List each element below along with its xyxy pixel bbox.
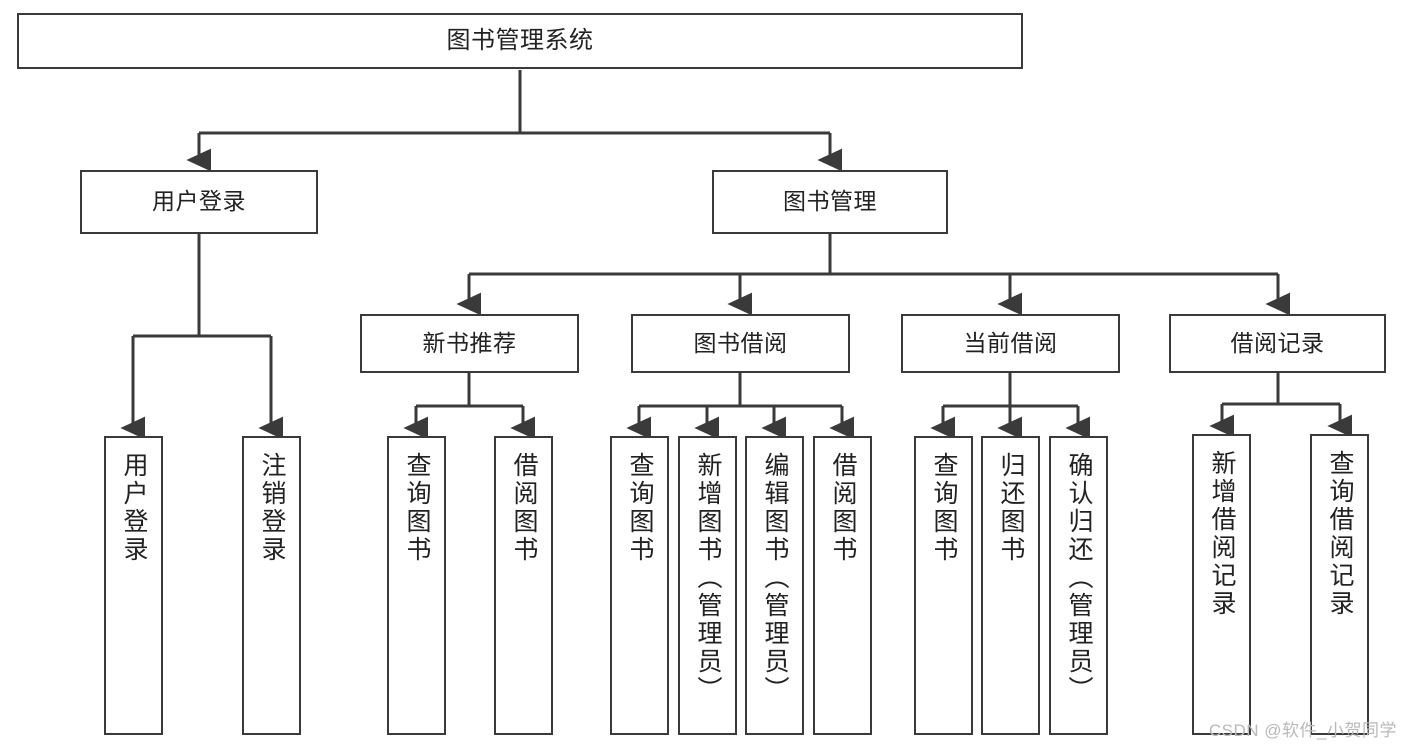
node-label: 借阅图书 [510,452,538,564]
leaf-return-book[interactable]: 归还图书 [981,436,1040,735]
node-label: 图书管理 [783,188,877,215]
leaf-query-book-current[interactable]: 查询图书 [914,436,973,735]
node-label: 新书推荐 [422,329,517,356]
node-book-borrowing[interactable]: 图书借阅 [631,314,850,373]
node-label: 归还图书 [997,452,1025,564]
node-label: 图书借阅 [693,329,788,356]
leaf-add-book-admin[interactable]: 新增图书（管理员） [678,436,737,735]
node-label: 当前借阅 [963,329,1058,356]
node-label: 查询借阅记录 [1326,450,1354,618]
node-label: 查询图书 [930,452,958,564]
node-label: 注销登录 [258,452,286,564]
node-label: 用户登录 [120,452,148,564]
leaf-add-borrow-record[interactable]: 新增借阅记录 [1192,434,1251,735]
leaf-logout[interactable]: 注销登录 [242,436,301,735]
leaf-user-login[interactable]: 用户登录 [104,436,163,735]
leaf-query-book-borrow[interactable]: 查询图书 [610,436,669,735]
leaf-query-borrow-record[interactable]: 查询借阅记录 [1310,434,1369,735]
node-label: 用户登录 [152,188,246,215]
node-borrowing-record[interactable]: 借阅记录 [1169,314,1386,373]
node-root-book-management-system[interactable]: 图书管理系统 [17,13,1023,69]
watermark-text: CSDN @软件_小贺同学 [1208,721,1397,740]
leaf-query-book-recommend[interactable]: 查询图书 [387,436,446,735]
node-label: 确认归还（管理员） [1065,452,1093,704]
leaf-borrow-book-recommend[interactable]: 借阅图书 [494,436,553,735]
node-current-borrowing[interactable]: 当前借阅 [901,314,1120,373]
node-book-management[interactable]: 图书管理 [712,170,948,234]
node-label: 编辑图书（管理员） [761,452,789,704]
node-label: 查询图书 [626,452,654,564]
node-label: 图书管理系统 [446,26,594,54]
node-label: 借阅图书 [829,452,857,564]
node-label: 新增借阅记录 [1208,450,1236,618]
node-user-login[interactable]: 用户登录 [80,170,318,234]
node-label: 新增图书（管理员） [694,452,722,704]
leaf-confirm-return-admin[interactable]: 确认归还（管理员） [1049,436,1108,735]
leaf-edit-book-admin[interactable]: 编辑图书（管理员） [745,436,804,735]
node-new-book-recommendation[interactable]: 新书推荐 [360,314,579,373]
node-label: 查询图书 [403,452,431,564]
leaf-borrow-book[interactable]: 借阅图书 [813,436,872,735]
node-label: 借阅记录 [1230,329,1325,356]
